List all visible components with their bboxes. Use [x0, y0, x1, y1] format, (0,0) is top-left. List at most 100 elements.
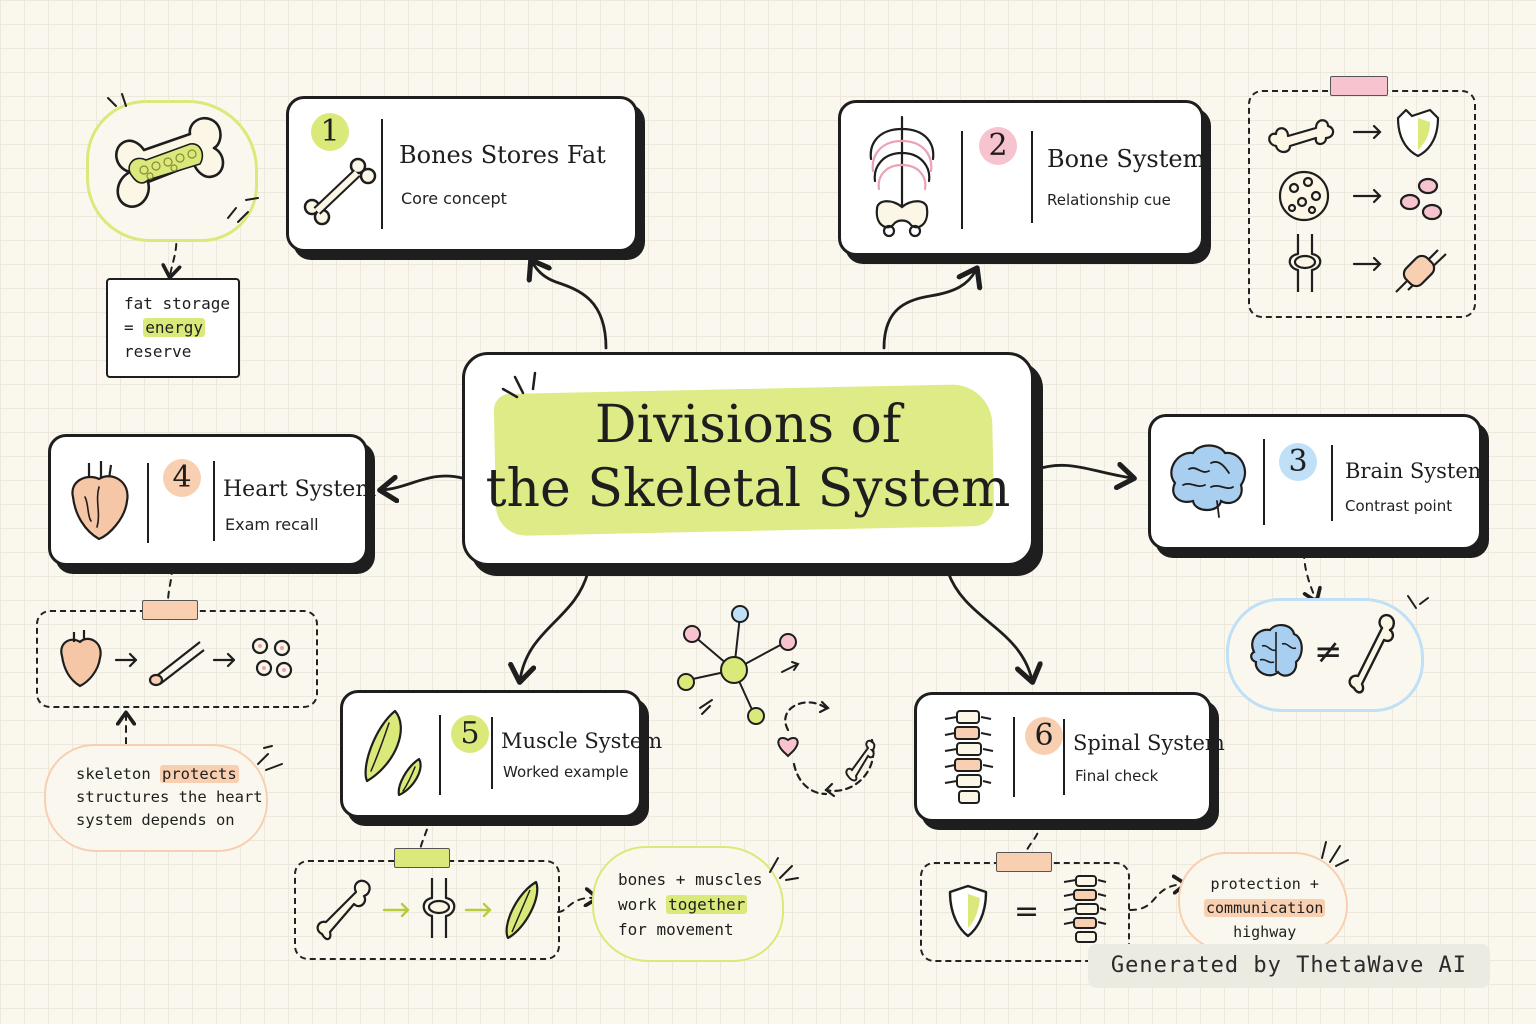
arrow-icon [464, 902, 492, 918]
anatomical-heart-icon [71, 461, 129, 541]
tape-pink [1330, 76, 1388, 96]
node-bones-stores-fat[interactable]: 1 Bones Stores Fat Core concept [286, 96, 638, 252]
skeleton-ribcage-icon [869, 115, 935, 238]
node-muscle-system[interactable]: 5 Muscle System Worked example [340, 690, 662, 818]
dashed-node4-to-panel [167, 567, 173, 603]
sparkle-lines-icon [107, 93, 127, 107]
note-line: communication [1204, 896, 1326, 920]
note-highlight: together [666, 895, 748, 914]
joint-icon [422, 878, 456, 938]
note-line: protection + [1210, 875, 1319, 893]
note-line: system depends on [76, 811, 235, 829]
divider [1263, 439, 1265, 525]
equal-sign: = [1014, 894, 1040, 929]
note-text: work [618, 895, 667, 914]
node-number-badge: 4 [163, 459, 201, 497]
divider [1063, 719, 1065, 795]
node-bone-system[interactable]: 2 Bone System Relationship cue [838, 100, 1206, 256]
central-title-line1: Divisions of [594, 395, 902, 455]
movement-flow-icons [316, 878, 539, 941]
node-spinal-system[interactable]: 6 Spinal System Final check [914, 692, 1225, 822]
node-subtitle: Core concept [401, 189, 507, 208]
bone-icon [845, 739, 876, 782]
arrow-icon [382, 902, 410, 918]
note-line: for movement [618, 920, 734, 939]
dashed-node3-to-cloud [1304, 551, 1316, 600]
node-title: Bones Stores Fat [399, 141, 606, 169]
node-number-badge: 2 [979, 127, 1017, 165]
arrow-icon [114, 652, 138, 668]
spine-icon [1063, 875, 1107, 943]
central-title-line2: the Skeletal System [485, 459, 1011, 519]
arrow-icon [1352, 188, 1382, 204]
node-heart-system[interactable]: 4 Heart System Exam recall [48, 434, 376, 566]
arrow-to-node-3 [1032, 465, 1132, 478]
node-subtitle: Relationship cue [1047, 191, 1171, 209]
node-title: Bone System [1047, 145, 1206, 173]
divider [1331, 445, 1333, 521]
note-highlight: protects [160, 765, 239, 783]
note-text: skeleton [76, 765, 160, 783]
relationship-icons [1268, 108, 1447, 293]
note-heart: skeleton protects structures the heart s… [76, 763, 263, 832]
note-line: bones + muscles [618, 870, 763, 889]
arrow-to-node-2 [882, 270, 976, 350]
node-title: Muscle System [501, 729, 663, 753]
divider [213, 461, 215, 541]
sparkle-lines-icon [257, 745, 283, 771]
sparkle-lines-icon [1407, 595, 1429, 609]
note-line: = energy [124, 316, 230, 340]
node-number-badge: 6 [1025, 717, 1063, 755]
arrow-to-node-4 [382, 474, 464, 490]
arrow-icon [212, 652, 236, 668]
heart-icon [777, 736, 799, 758]
note-muscle: bones + muscles work together for moveme… [618, 867, 763, 942]
divider [1013, 717, 1015, 797]
note-line: skeleton protects [76, 763, 263, 786]
note-line: highway [1233, 923, 1297, 941]
arrow-to-node-6 [946, 570, 1032, 680]
tape-peach [142, 600, 198, 620]
bone-icon [1268, 119, 1335, 154]
sparkle-lines-icon [501, 371, 537, 399]
shield-icon [948, 884, 988, 938]
sparkle-lines-icon [227, 197, 259, 223]
arrow-icon [1352, 124, 1382, 140]
note-line: fat storage [124, 294, 230, 313]
arrow-to-node-5 [520, 570, 590, 680]
node-number-badge: 1 [311, 113, 349, 151]
dashed-node6-to-panel [1025, 821, 1041, 853]
note-text: = [124, 318, 144, 337]
heart-icon [60, 637, 102, 688]
brain-icon [1170, 444, 1247, 518]
note-spine: protection + communication highway [1204, 872, 1326, 944]
node-number-badge: 5 [451, 715, 489, 753]
divider [1031, 131, 1033, 223]
note-fat-storage: fat storage = energy reserve [124, 292, 230, 364]
spine-icon [944, 710, 994, 804]
node-subtitle: Worked example [503, 763, 629, 781]
joint-icon [1288, 234, 1322, 292]
blood-cells-icon [251, 637, 293, 679]
dashed-panel6-to-cloud [1129, 884, 1184, 911]
bone-icon [303, 157, 377, 226]
dashed-node5-to-panel [419, 817, 431, 851]
arrow-icon [1352, 256, 1382, 272]
node-subtitle: Contrast point [1345, 497, 1453, 515]
heart-note-cloud [44, 744, 268, 852]
divider [491, 717, 493, 789]
node-brain-system[interactable]: 3 Brain System Contrast point [1148, 414, 1488, 550]
node-title: Brain System [1345, 459, 1488, 483]
network-cycle-doodle [677, 605, 876, 798]
divider [147, 463, 149, 543]
node-subtitle: Final check [1075, 767, 1159, 785]
node-subtitle: Exam recall [225, 515, 319, 534]
not-equal-sign: ≠ [1314, 632, 1343, 672]
note-highlight: energy [143, 318, 206, 337]
divider [961, 131, 963, 229]
divider [439, 715, 441, 795]
central-title: Divisions of the Skeletal System [465, 393, 1031, 521]
central-topic-box[interactable]: Divisions of the Skeletal System [462, 352, 1034, 566]
divider [381, 119, 383, 229]
